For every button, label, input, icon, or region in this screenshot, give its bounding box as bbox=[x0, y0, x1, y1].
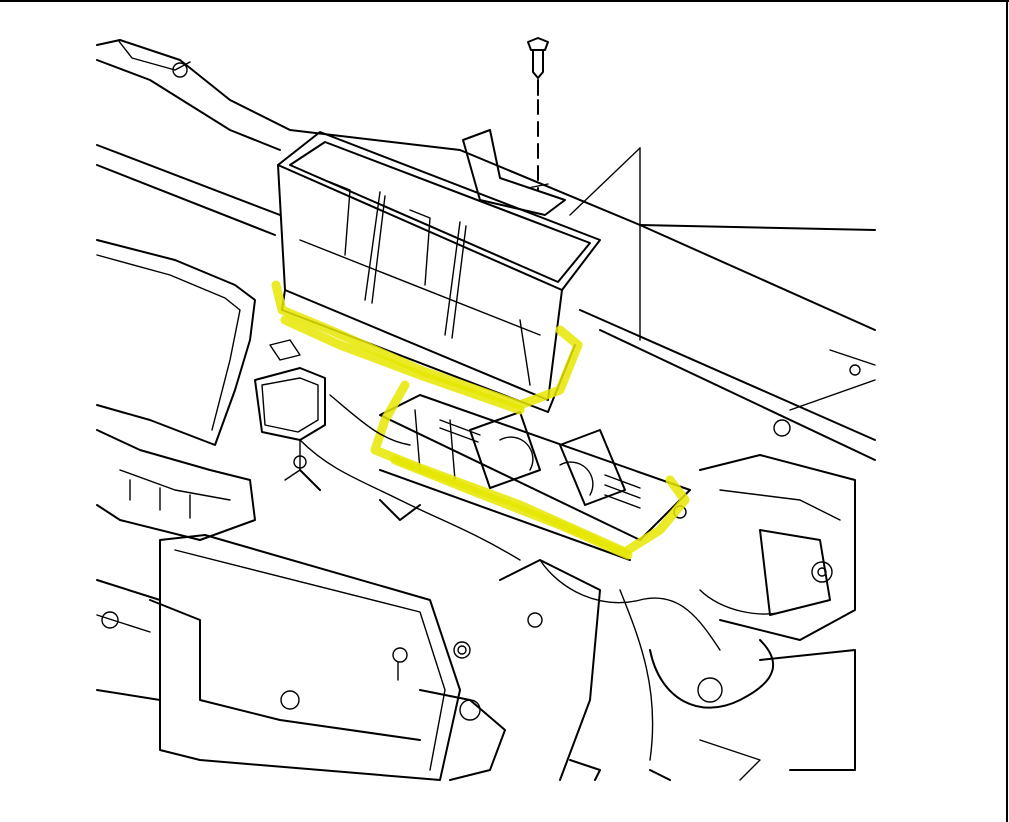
hvac-module-housing bbox=[96, 469, 601, 781]
mounting-bracket-right bbox=[569, 454, 856, 781]
push-pin-fastener-icon bbox=[527, 37, 549, 191]
instrument-cluster-housing bbox=[96, 239, 256, 541]
air-duct-lower-housing bbox=[379, 394, 691, 561]
top-border-line bbox=[0, 0, 1009, 2]
leader-line bbox=[462, 129, 641, 341]
electrical-connector-icon bbox=[254, 339, 326, 481]
highlight-markup bbox=[271, 280, 690, 560]
air-duct-outlet-upper bbox=[277, 131, 601, 413]
dash-panel-frame bbox=[96, 39, 876, 461]
right-border-line bbox=[1006, 0, 1008, 822]
wiring-harness bbox=[299, 394, 791, 761]
